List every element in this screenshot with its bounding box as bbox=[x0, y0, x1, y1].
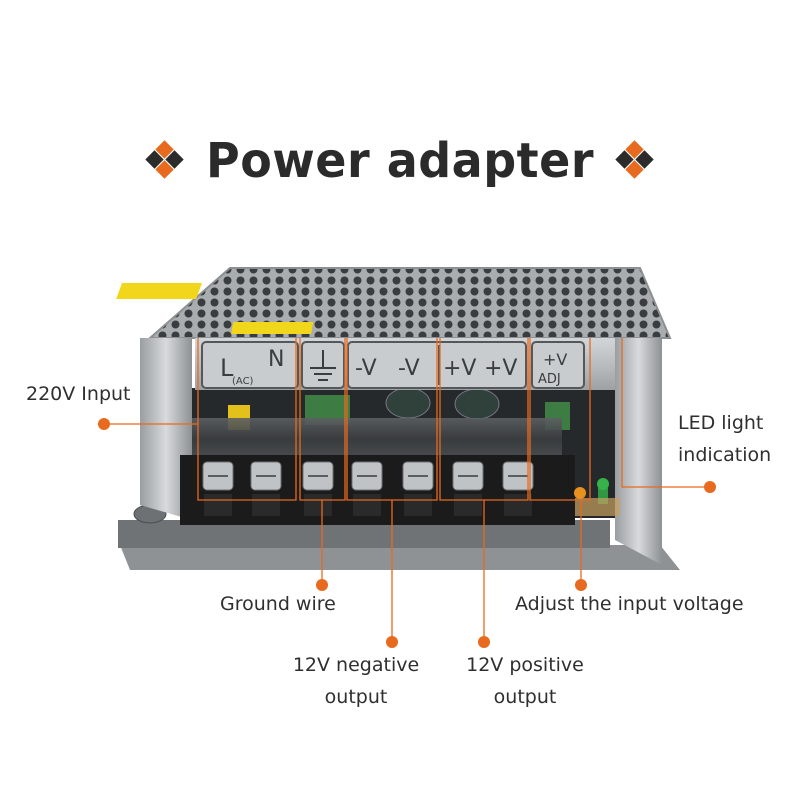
caution-sticker bbox=[231, 322, 314, 334]
header: Power adapter bbox=[0, 125, 800, 195]
warning-sticker bbox=[116, 283, 202, 299]
mark-pos-v1: +V bbox=[443, 356, 476, 381]
ground-symbol-icon bbox=[310, 350, 336, 381]
right-side-panel bbox=[615, 338, 662, 565]
page-title: Power adapter bbox=[205, 131, 595, 189]
dot-led bbox=[704, 481, 716, 493]
terminal-slot-3 bbox=[304, 494, 332, 516]
dot-input bbox=[98, 418, 110, 430]
pcb-edge bbox=[575, 498, 620, 516]
dot-ground bbox=[316, 579, 328, 591]
mesh-cover bbox=[150, 268, 670, 338]
mark-neg-v2: -V bbox=[398, 356, 420, 381]
mark-pos-v2: +V bbox=[484, 356, 517, 381]
mark-neg-v1: -V bbox=[355, 356, 377, 381]
label-positive-line1: 12V positive bbox=[466, 654, 584, 676]
callout-lines bbox=[105, 338, 710, 642]
capacitor-2 bbox=[454, 388, 500, 420]
label-positive-line2: output bbox=[493, 686, 557, 708]
dot-positive bbox=[478, 636, 490, 648]
terminal-slot-5 bbox=[404, 494, 432, 516]
mark-adj: ADJ bbox=[538, 372, 561, 387]
label-ground-wire: Ground wire bbox=[220, 593, 336, 615]
terminal-slot-2 bbox=[252, 494, 280, 516]
label-negative-line2: output bbox=[324, 686, 388, 708]
left-side-panel bbox=[140, 338, 192, 520]
adj-box bbox=[531, 341, 585, 389]
ac-box bbox=[201, 341, 299, 389]
dot-negative bbox=[386, 636, 398, 648]
callout-dots bbox=[98, 418, 716, 648]
label-led-line2: indication bbox=[678, 444, 772, 466]
terminal-cover bbox=[192, 418, 562, 460]
mark-adj-v: +V bbox=[543, 350, 567, 369]
terminal-screws bbox=[202, 461, 534, 516]
label-led-line1: LED light bbox=[678, 412, 764, 434]
capacitor-1 bbox=[385, 387, 431, 419]
terminal-slot-6 bbox=[454, 494, 482, 516]
label-negative-line1: 12V negative bbox=[292, 654, 420, 676]
mark-l: L bbox=[220, 354, 234, 382]
adjust-potentiometer bbox=[574, 487, 586, 499]
label-adjust-voltage: Adjust the input voltage bbox=[515, 593, 744, 615]
terminal-slot-4 bbox=[353, 494, 381, 516]
mark-n: N bbox=[268, 347, 284, 372]
dot-adjust bbox=[575, 579, 587, 591]
led-green bbox=[597, 478, 609, 490]
base-edge bbox=[118, 520, 610, 548]
terminal-slot-1 bbox=[204, 494, 232, 516]
mark-ac: (AC) bbox=[232, 376, 254, 387]
base-plate bbox=[120, 545, 680, 570]
label-220v-input: 220V Input bbox=[26, 383, 131, 405]
